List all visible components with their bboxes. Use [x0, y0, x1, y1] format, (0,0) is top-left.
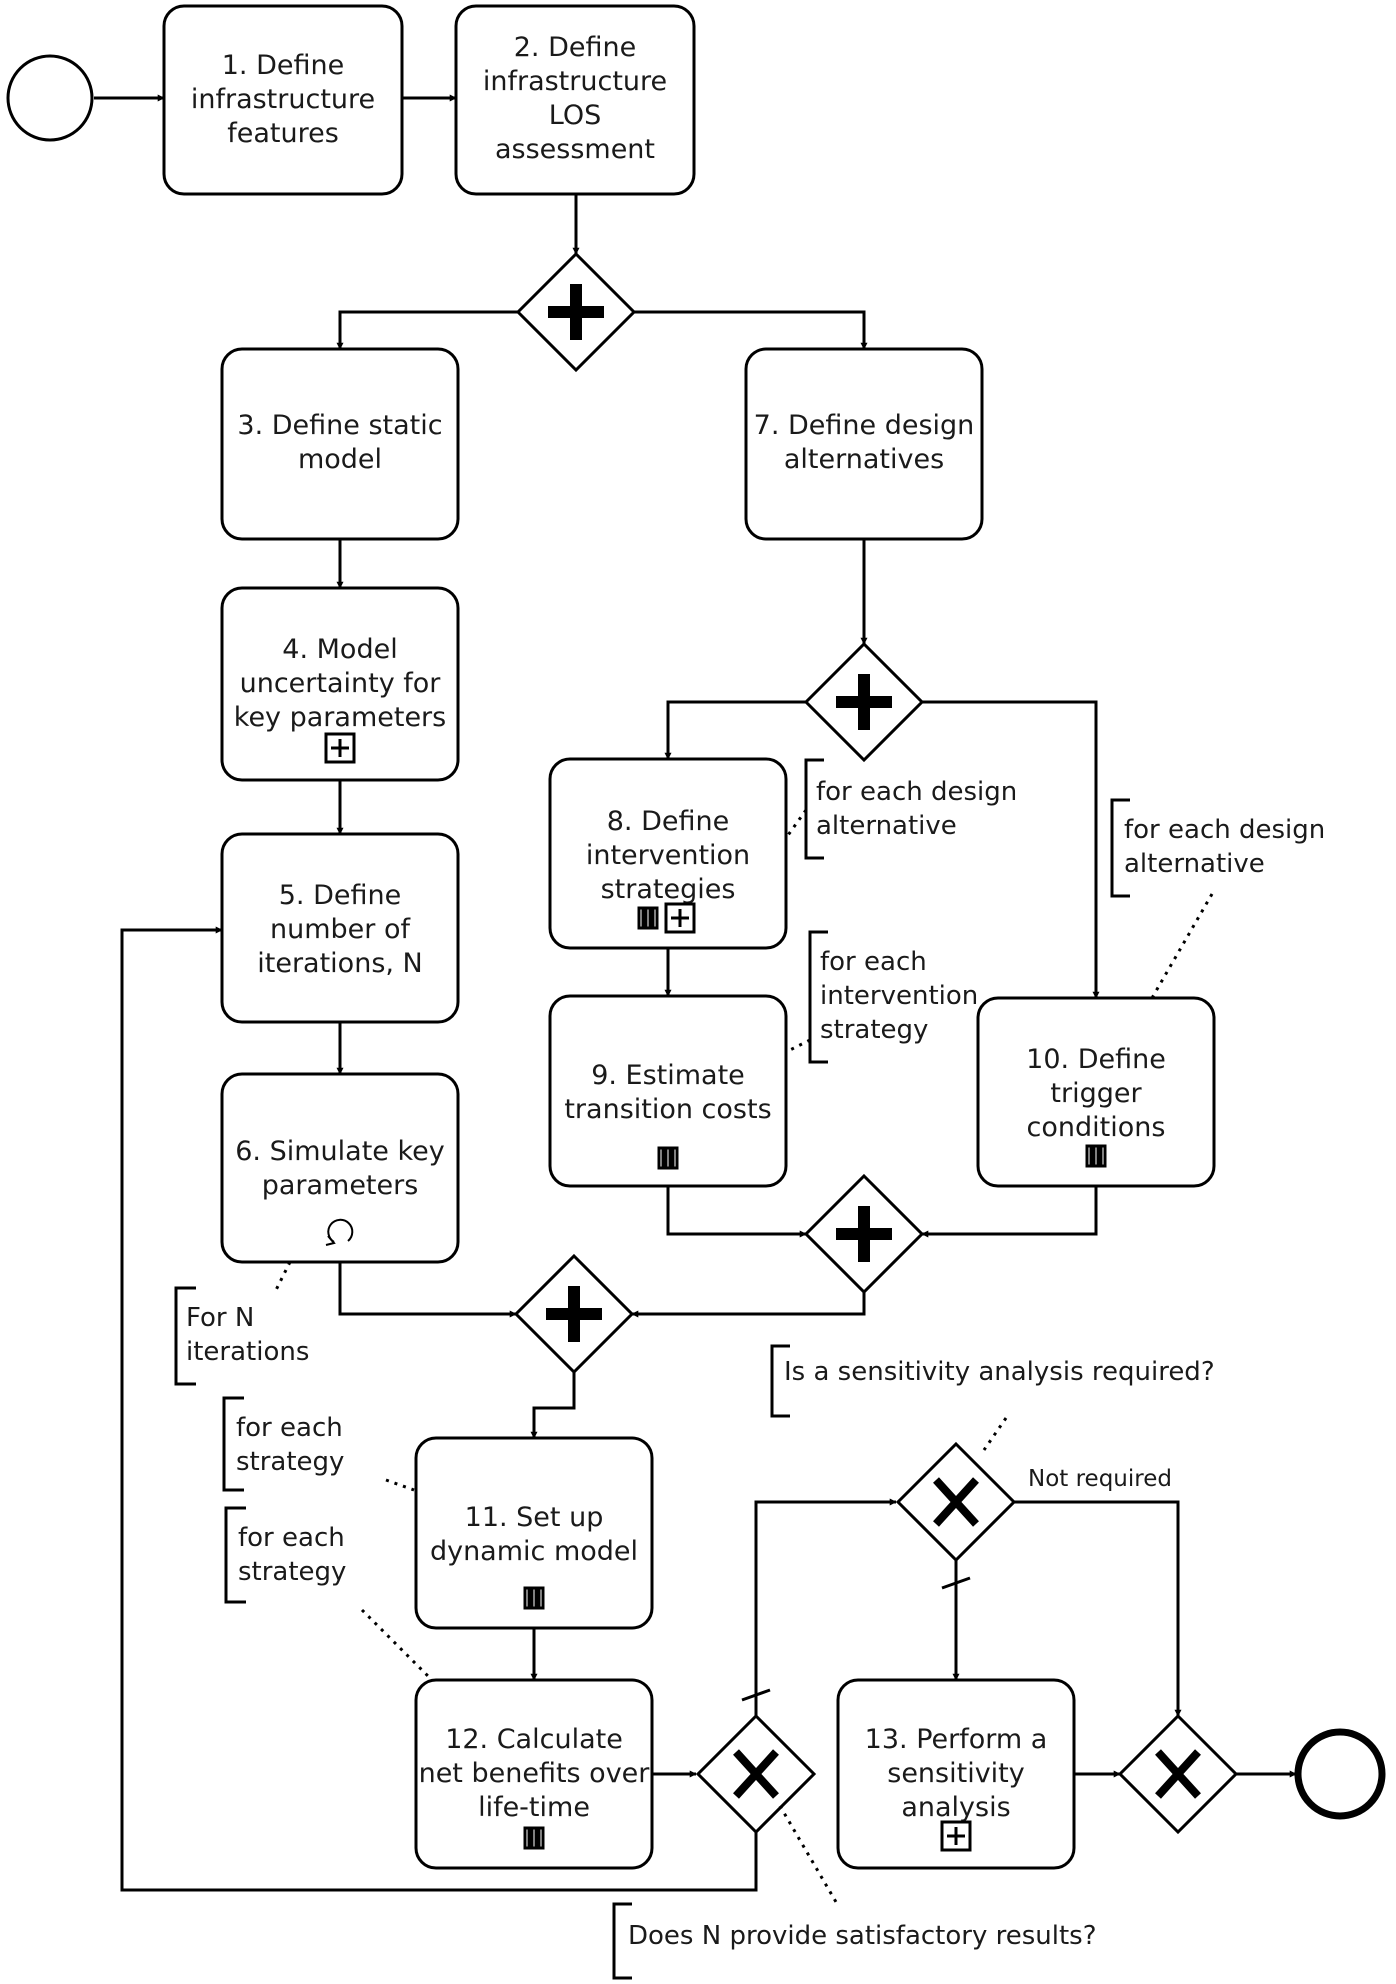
annotation-association: [982, 1417, 1008, 1451]
parallel-gateway-icon[interactable]: [803, 1173, 925, 1295]
multi-instance-marker-icon: [657, 1146, 679, 1170]
flow-gw5-to-gw6: [754, 1498, 897, 1716]
multi-instance-marker-icon: [523, 1826, 545, 1850]
flow-gw2-to-10: [922, 700, 1100, 999]
flow-10-to-gw3: [921, 1186, 1098, 1238]
default-flow-slash: [741, 1688, 771, 1702]
multi-instance-marker-icon: [637, 906, 659, 930]
annotation-bracket: [808, 930, 828, 1064]
parallel-gateway-icon[interactable]: [513, 1253, 635, 1375]
plus-icon: [947, 1827, 965, 1845]
plus-icon: [671, 909, 689, 927]
annotation-association: [1150, 893, 1214, 999]
flow-gw1-to-7: [634, 310, 868, 350]
parallel-gateway-icon[interactable]: [803, 641, 925, 763]
exclusive-gateway-icon[interactable]: [895, 1441, 1017, 1563]
flow-gw4-to-11: [530, 1372, 576, 1439]
parallel-gateway-icon[interactable]: [515, 251, 637, 373]
subprocess-marker-icon[interactable]: [324, 732, 356, 764]
exclusive-gateway-icon[interactable]: [695, 1713, 817, 1835]
loop-marker-icon: [325, 1218, 354, 1246]
flow-gw5-loop-to-5: [120, 926, 758, 1892]
sequence-flows: [94, 94, 1297, 1892]
end-event-icon[interactable]: [1294, 1728, 1386, 1820]
annotation-bracket: [612, 1902, 632, 1980]
flow-label-not-required: Not required: [1028, 1466, 1172, 1492]
annotation-bracket: [224, 1506, 246, 1604]
flow-gw6-not-required: [1014, 1500, 1182, 1717]
annotation-association: [385, 1478, 415, 1492]
annotation-association: [789, 1038, 811, 1052]
annotation-association: [784, 809, 808, 839]
exclusive-gateway-icon[interactable]: [1117, 1713, 1239, 1835]
annotation-bracket: [174, 1286, 196, 1386]
gateways: [513, 251, 1239, 1835]
annotation-bracket: [770, 1344, 790, 1418]
annotation-bracket: [804, 758, 824, 860]
annotation-association: [360, 1608, 434, 1682]
multi-instance-marker-icon: [523, 1586, 545, 1610]
multi-instance-marker-icon: [1085, 1144, 1107, 1168]
flow-6-to-gw4: [338, 1262, 517, 1318]
flow-gw1-to-3: [336, 310, 518, 350]
flow-gw3-to-gw4: [631, 1292, 866, 1318]
annotation-association: [778, 1805, 838, 1903]
flow-gw2-to-8: [664, 700, 808, 760]
annotation-bracket: [1110, 798, 1130, 898]
flow-9-to-gw3: [666, 1186, 807, 1238]
annotation-association: [274, 1261, 292, 1291]
start-event-icon[interactable]: [6, 54, 94, 142]
default-flow-slash: [941, 1576, 971, 1590]
annotation-bracket: [222, 1396, 244, 1492]
plus-icon: [331, 739, 349, 757]
annotation-sensitivity-question: Is a sensitivity analysis required?: [784, 1357, 1215, 1387]
annotation-n-question: Does N provide satisfactory results?: [628, 1921, 1097, 1951]
subprocess-marker-icon[interactable]: [940, 1820, 972, 1852]
